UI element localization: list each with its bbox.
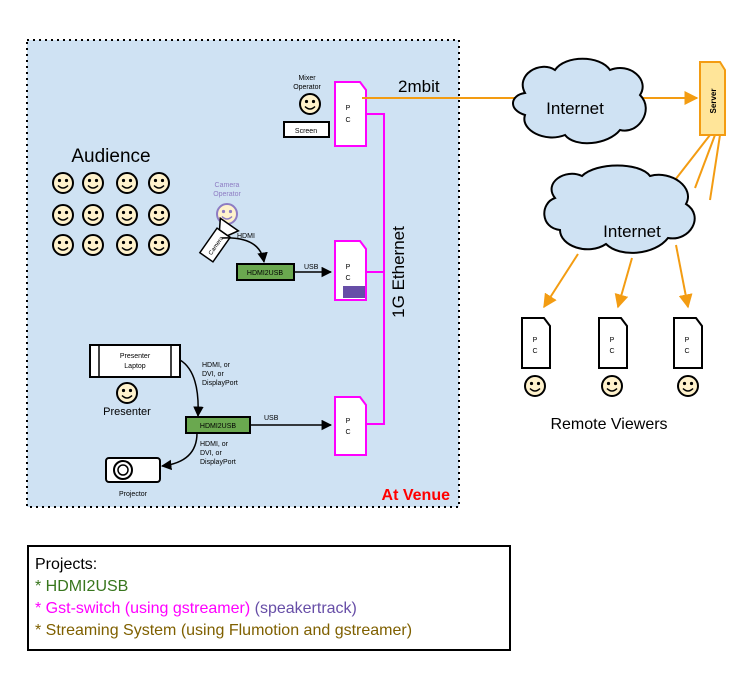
video-in-label-3: DisplayPort: [202, 380, 238, 387]
smiley-face-icon: [116, 234, 138, 256]
cloud-icon: [512, 57, 647, 145]
pc-tower-icon: P C: [334, 81, 367, 147]
viewer-pc-2-p: P: [610, 337, 615, 344]
server-icon: [699, 61, 726, 136]
ethernet-label: 1G Ethernet: [389, 226, 408, 318]
speakertrack-module: [343, 286, 365, 298]
pc-2-label-c: C: [345, 275, 350, 282]
cloud-icon: [543, 164, 696, 254]
pc-2-label-p: P: [346, 264, 351, 271]
viewer-pc-3-p: P: [685, 337, 690, 344]
legend-hdmi2usb: * HDMI2USB: [35, 578, 129, 595]
remote-viewer-smiley-icon: [524, 375, 546, 397]
legend-gst-switch: * Gst-switch (using gstreamer): [35, 600, 251, 617]
video-in-label-1: HDMI, or: [202, 362, 231, 369]
pc-3-label-c: C: [345, 429, 350, 436]
viewer-pc-1-c: C: [532, 348, 537, 355]
camera-operator-label-1: Camera: [215, 182, 240, 189]
smiley-face-icon: [116, 204, 138, 226]
pc-tower-icon: P C: [334, 396, 367, 456]
at-venue-label: At Venue: [382, 487, 451, 504]
video-out-label-2: DVI, or: [200, 450, 222, 457]
video-out-label-3: DisplayPort: [200, 459, 236, 466]
smiley-face-icon: [82, 172, 104, 194]
hdmi2usb-to-projector-link: [160, 432, 198, 471]
camera-icon: Camera: [198, 216, 240, 263]
mixer-operator-label-1: Mixer: [298, 75, 316, 82]
legend-speakertrack: (speakertrack): [250, 600, 357, 617]
cloud-to-viewer-2-link: [614, 257, 633, 309]
pc-1-label-p: P: [346, 105, 351, 112]
screen-label: Screen: [295, 128, 317, 135]
screen-box: [283, 121, 330, 138]
smiley-face-icon: [52, 204, 74, 226]
smiley-face-icon: [82, 204, 104, 226]
internet-2-label: Internet: [603, 222, 661, 241]
smiley-face-icon: [148, 172, 170, 194]
server-fanout-links: [674, 134, 721, 201]
uplink-label: 2mbit: [398, 77, 440, 96]
smiley-face-icon: [52, 172, 74, 194]
cloud-to-viewer-1-link: [543, 253, 579, 309]
remote-viewers-label: Remote Viewers: [550, 416, 667, 433]
hdmi2usb-bottom-label: HDMI2USB: [200, 423, 237, 430]
projects-legend: Projects: * HDMI2USB * Gst-switch (using…: [27, 545, 511, 651]
audience-label: Audience: [71, 146, 150, 167]
usb-bottom-label: USB: [264, 415, 279, 422]
viewer-pc-3-c: C: [684, 348, 689, 355]
smiley-face-icon: [148, 234, 170, 256]
pc-1-label-c: C: [345, 117, 350, 124]
projector-icon: [105, 457, 161, 483]
pc-tower-icon: P C: [673, 317, 703, 369]
usb-top-label: USB: [304, 264, 319, 271]
cloud-to-viewer-3-link: [675, 244, 693, 309]
viewer-pc-1-p: P: [533, 337, 538, 344]
video-out-label-1: HDMI, or: [200, 441, 229, 448]
pc-tower-icon: P C: [521, 317, 551, 369]
smiley-face-icon: [52, 234, 74, 256]
internet-1-label: Internet: [546, 99, 604, 118]
smiley-face-icon: [82, 234, 104, 256]
hdmi2usb-top-label: HDMI2USB: [247, 270, 284, 277]
mixer-operator-smiley-icon: [299, 93, 321, 115]
camera-hdmi-label: HDMI: [237, 233, 255, 240]
legend-streaming: * Streaming System (using Flumotion and …: [35, 622, 413, 639]
ethernet-bus: [366, 113, 385, 425]
legend-gst-switch-line: * Gst-switch (using gstreamer) (speakert…: [35, 598, 509, 620]
camera-operator-label-2: Operator: [213, 191, 241, 198]
video-in-label-2: DVI, or: [202, 371, 224, 378]
viewer-pc-2-c: C: [609, 348, 614, 355]
pc-tower-icon: P C: [598, 317, 628, 369]
laptop-to-hdmi2usb-link: [179, 359, 204, 418]
remote-viewer-smiley-icon: [677, 375, 699, 397]
pc-3-label-p: P: [346, 418, 351, 425]
presenter-smiley-icon: [116, 382, 138, 404]
smiley-face-icon: [116, 172, 138, 194]
smiley-face-icon: [148, 204, 170, 226]
laptop-label-1: Presenter: [120, 353, 151, 360]
mixer-operator-label-2: Operator: [293, 84, 321, 91]
remote-viewer-smiley-icon: [601, 375, 623, 397]
laptop-label-2: Laptop: [124, 363, 146, 370]
camera-to-hdmi2usb-link: [221, 237, 268, 264]
presenter-label: Presenter: [103, 406, 151, 418]
server-label: Server: [709, 89, 718, 114]
legend-title: Projects:: [35, 556, 98, 573]
laptop-icon: [89, 344, 181, 378]
pc-tower-icon: P C: [334, 240, 367, 301]
projector-label: Projector: [119, 491, 148, 498]
